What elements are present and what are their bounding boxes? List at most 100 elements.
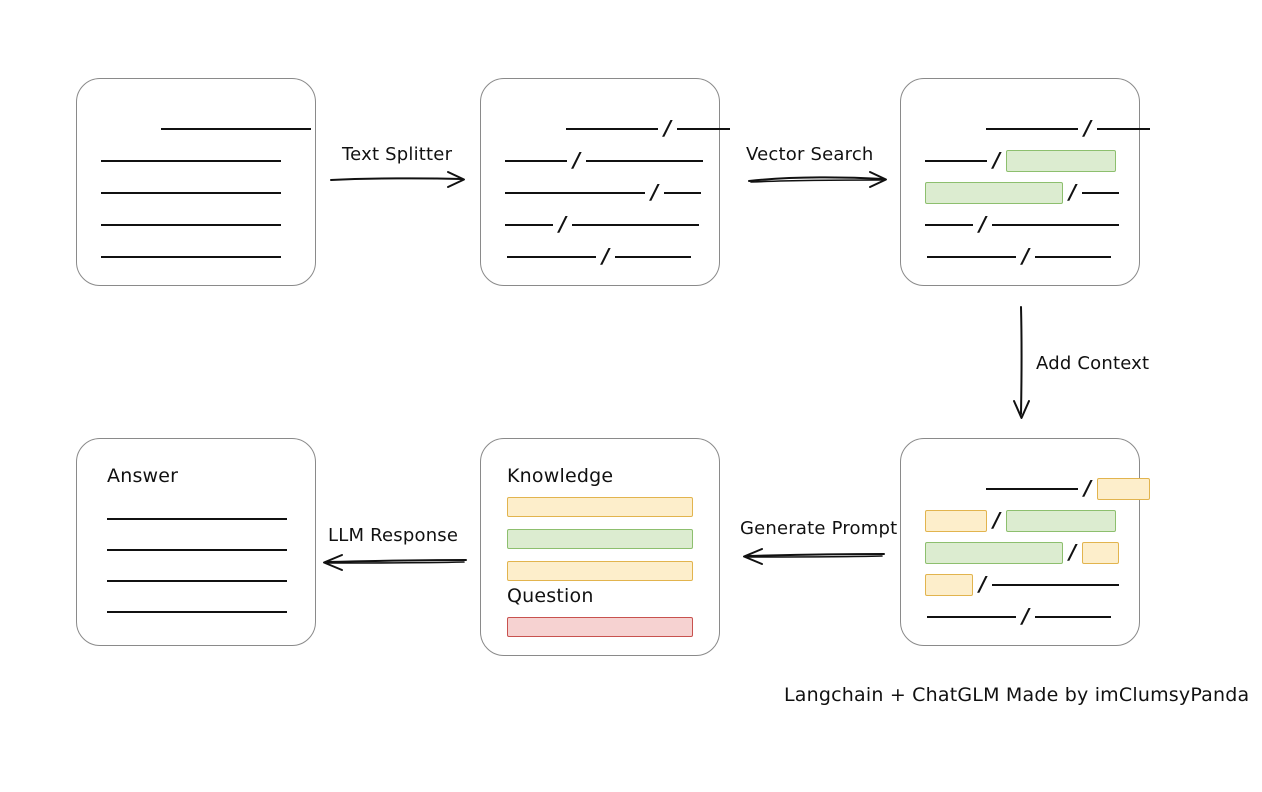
knowledge-bar-3 — [507, 561, 693, 581]
text-line-segment — [161, 128, 311, 130]
chunk-separator-slash: / — [1069, 180, 1077, 204]
chunk-separator-slash: / — [1022, 244, 1030, 268]
text-line-segment — [586, 160, 704, 162]
chunk-separator-slash: / — [651, 180, 659, 204]
highlight-chip-yellow — [1097, 478, 1151, 500]
text-line-segment — [107, 580, 287, 582]
credit-text: Langchain + ChatGLM Made by imClumsyPand… — [784, 684, 1250, 706]
text-line-row — [101, 247, 281, 267]
text-line-segment — [505, 224, 553, 226]
highlight-chip-yellow — [925, 574, 973, 596]
highlight-chip-green — [925, 542, 1063, 564]
text-line-row — [101, 215, 281, 235]
card-source-document[interactable] — [76, 78, 316, 286]
text-line-segment — [505, 192, 645, 194]
text-line-segment — [615, 256, 692, 258]
arrow-llm-response — [323, 554, 467, 571]
text-line-segment — [992, 584, 1120, 586]
text-line-row: / — [925, 212, 1120, 236]
question-label: Question — [507, 585, 594, 607]
chunk-separator-slash: / — [1084, 476, 1092, 500]
text-line-row: / — [505, 116, 731, 140]
arrow-label-text-splitter: Text Splitter — [342, 144, 453, 165]
question-bar-1 — [507, 617, 693, 637]
arrow-label-vector-search: Vector Search — [746, 144, 874, 165]
card-split-chunks[interactable]: / / / / / — [480, 78, 731, 286]
arrow-text-splitter — [330, 171, 465, 188]
arrow-label-generate-prompt: Generate Prompt — [740, 518, 898, 539]
text-line-segment — [927, 256, 1016, 258]
text-line-segment — [925, 160, 987, 162]
arrow-label-llm-response: LLM Response — [328, 525, 459, 546]
text-line-row — [107, 571, 287, 591]
card-answer[interactable]: Answer — [76, 438, 316, 646]
card-context-chunks[interactable]: / / / / / — [900, 438, 1151, 646]
card-prompt[interactable]: Knowledge Question — [480, 438, 720, 656]
knowledge-label: Knowledge — [507, 465, 614, 487]
chunk-separator-slash: / — [993, 148, 1001, 172]
text-line-row — [107, 540, 287, 560]
text-line-row: / — [505, 180, 702, 204]
text-line-row: / — [925, 540, 1120, 564]
text-line-segment — [1082, 192, 1120, 194]
text-line-segment — [505, 160, 567, 162]
text-line-segment — [101, 256, 281, 258]
text-line-segment — [507, 256, 596, 258]
text-line-row — [107, 602, 287, 622]
chunk-separator-slash: / — [1022, 604, 1030, 628]
text-line-segment — [566, 128, 658, 130]
chunk-separator-slash: / — [1069, 540, 1077, 564]
chunk-separator-slash: / — [664, 116, 672, 140]
text-line-row: / — [505, 244, 692, 268]
knowledge-bar-2 — [507, 529, 693, 549]
text-line-row: / — [925, 572, 1120, 596]
text-line-row: / — [925, 476, 1151, 500]
text-line-row: / — [925, 244, 1112, 268]
text-line-segment — [1035, 256, 1112, 258]
text-line-row — [107, 509, 287, 529]
text-line-segment — [925, 224, 973, 226]
chunk-separator-slash: / — [602, 244, 610, 268]
text-line-segment — [107, 518, 287, 520]
text-line-row: / — [925, 604, 1112, 628]
chunk-separator-slash: / — [573, 148, 581, 172]
chunk-separator-slash: / — [979, 212, 987, 236]
highlight-chip-yellow — [925, 510, 987, 532]
arrow-vector-search — [748, 171, 887, 188]
text-line-segment — [986, 128, 1078, 130]
text-line-segment — [107, 549, 287, 551]
arrow-label-add-context: Add Context — [1036, 353, 1150, 374]
text-line-segment — [1097, 128, 1151, 130]
text-line-row: / — [505, 212, 700, 236]
text-line-segment — [992, 224, 1120, 226]
chunk-separator-slash: / — [559, 212, 567, 236]
text-line-row — [101, 151, 281, 171]
answer-label: Answer — [107, 465, 179, 487]
text-line-row: / — [505, 148, 704, 172]
highlight-chip-green — [925, 182, 1063, 204]
highlight-chip-green — [1006, 510, 1117, 532]
text-line-segment — [101, 224, 281, 226]
text-line-segment — [677, 128, 731, 130]
arrow-generate-prompt — [743, 548, 885, 565]
text-line-row: / — [925, 508, 1117, 532]
text-line-row — [101, 119, 311, 139]
text-line-row: / — [925, 180, 1120, 204]
chunk-separator-slash: / — [979, 572, 987, 596]
arrow-add-context — [1013, 306, 1030, 419]
chunk-separator-slash: / — [993, 508, 1001, 532]
text-line-segment — [1035, 616, 1112, 618]
highlight-chip-green — [1006, 150, 1117, 172]
text-line-segment — [107, 611, 287, 613]
chunk-separator-slash: / — [1084, 116, 1092, 140]
highlight-chip-yellow — [1082, 542, 1120, 564]
text-line-segment — [572, 224, 700, 226]
text-line-row: / — [925, 116, 1151, 140]
text-line-segment — [927, 616, 1016, 618]
card-matched-chunks[interactable]: / / / / / — [900, 78, 1151, 286]
text-line-row — [101, 183, 281, 203]
text-line-row: / — [925, 148, 1117, 172]
text-line-segment — [101, 160, 281, 162]
knowledge-bar-1 — [507, 497, 693, 517]
